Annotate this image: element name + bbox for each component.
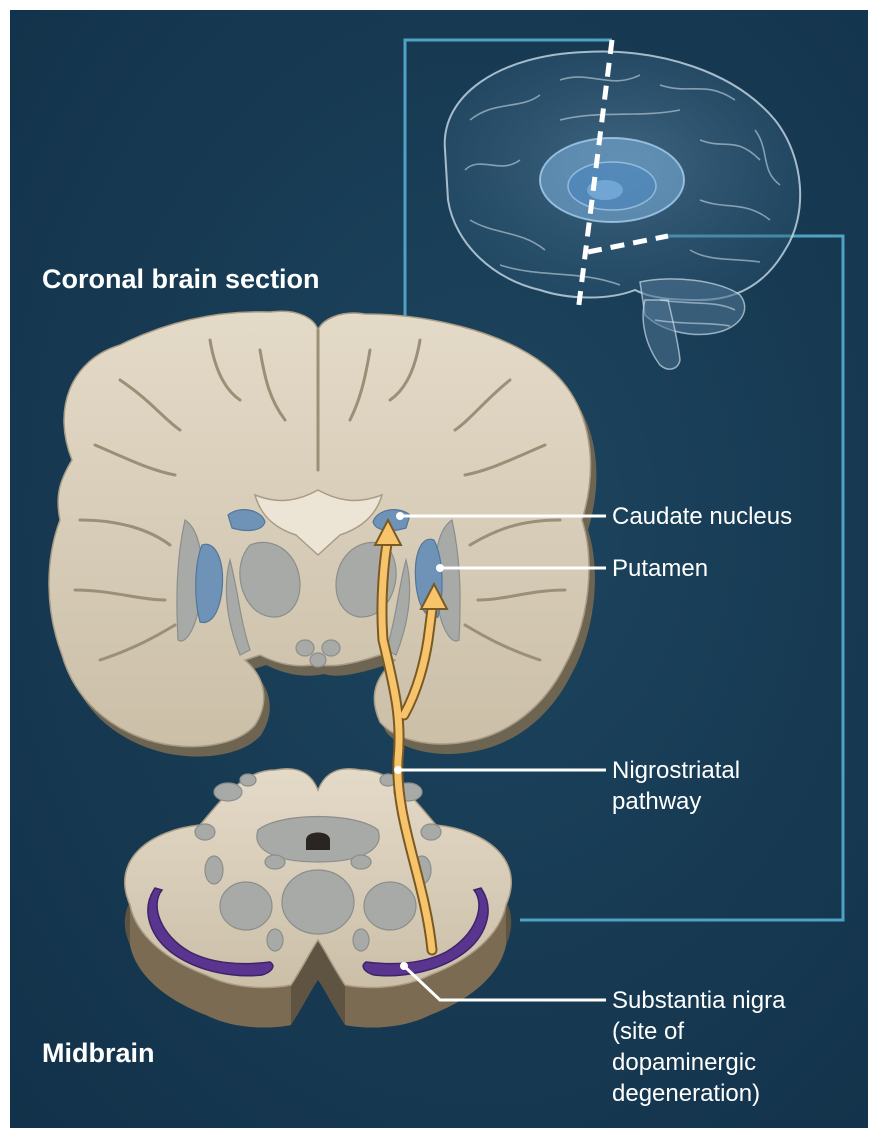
label-caudate-nucleus: Caudate nucleus	[612, 502, 792, 531]
label-substantia-line1: Substantia nigra	[612, 986, 785, 1015]
heading-midbrain: Midbrain	[42, 1038, 155, 1069]
brain-3d	[445, 40, 800, 369]
heading-coronal-section: Coronal brain section	[42, 264, 320, 295]
cerebral-aqueduct	[306, 833, 330, 851]
midbrain-section	[125, 769, 512, 1028]
coronal-section	[49, 311, 596, 756]
label-nigrostriatal-line1: Nigrostriatal	[612, 756, 740, 785]
label-nigrostriatal-line2: pathway	[612, 787, 701, 816]
label-substantia-line3: dopaminergic	[612, 1048, 756, 1077]
label-substantia-line4: degeneration)	[612, 1079, 760, 1108]
label-putamen: Putamen	[612, 554, 708, 583]
label-substantia-line2: (site of	[612, 1017, 684, 1046]
